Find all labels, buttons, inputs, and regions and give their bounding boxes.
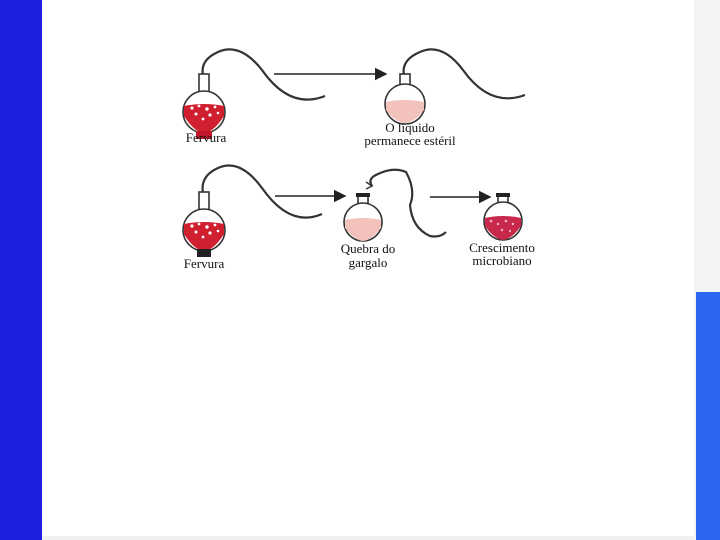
caption-top-sterile-line1: O líquido	[385, 120, 435, 135]
flask-bottom-boiling	[182, 164, 323, 257]
slide-right-accent	[696, 292, 720, 540]
broken-neck-piece	[369, 168, 447, 238]
broken-neck-tip	[365, 181, 374, 190]
caption-bottom-growth-line2: microbiano	[472, 253, 532, 268]
flask-bottom-growth	[483, 193, 523, 241]
flask-top-sterile	[384, 48, 526, 125]
caption-top-sterile-line2: permanece estéril	[364, 133, 456, 148]
slide-bottom-line	[42, 536, 694, 540]
caption-bottom-break-line1: Quebra do	[340, 241, 396, 256]
caption-top-boiling: Fervura	[185, 130, 227, 145]
slide-left-bar	[0, 0, 42, 540]
flask-bottom-broken	[343, 193, 383, 242]
caption-bottom-growth-line1: Crescimento	[469, 240, 535, 255]
caption-bottom-break-line2: gargalo	[348, 255, 388, 270]
caption-bottom-boiling: Fervura	[183, 256, 225, 271]
flask-top-boiling	[182, 48, 326, 139]
